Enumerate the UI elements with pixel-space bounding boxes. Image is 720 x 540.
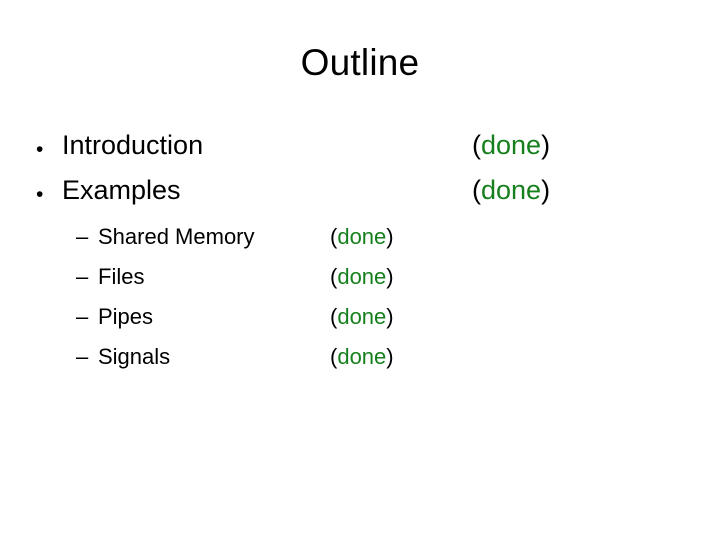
- bullet-dash-icon: –: [76, 304, 89, 329]
- bullet-dash-icon: –: [76, 264, 89, 289]
- status-badge-label: done: [481, 175, 542, 205]
- list-item-label: Examples: [62, 175, 181, 205]
- sub-list-item[interactable]: – Pipes (done): [0, 304, 720, 344]
- sub-list-item[interactable]: – Files (done): [0, 264, 720, 304]
- status-close-paren: ): [386, 344, 394, 369]
- status-badge: (done): [472, 175, 550, 206]
- bullet-dot-icon: •: [36, 138, 44, 161]
- status-badge-label: done: [337, 304, 387, 329]
- status-close-paren: ): [386, 304, 394, 329]
- sub-list-item[interactable]: – Shared Memory (done): [0, 224, 720, 264]
- sub-list-item-label: Shared Memory: [98, 224, 255, 249]
- status-open-paren: (: [330, 264, 338, 289]
- bullet-dash-icon: –: [76, 344, 89, 369]
- status-badge: (done): [472, 130, 550, 161]
- status-close-paren: ): [541, 130, 551, 160]
- status-badge: (done): [330, 264, 394, 290]
- sub-list-item-label: Pipes: [98, 304, 154, 329]
- status-close-paren: ): [386, 224, 394, 249]
- status-open-paren: (: [330, 304, 338, 329]
- status-close-paren: ): [541, 175, 551, 205]
- sub-list-item-label: Files: [98, 264, 145, 289]
- bullet-dash-icon: –: [76, 224, 89, 249]
- status-badge-label: done: [337, 344, 387, 369]
- bullet-dot-icon: •: [36, 183, 44, 206]
- status-open-paren: (: [330, 224, 338, 249]
- page-title: Outline: [300, 42, 420, 83]
- status-badge: (done): [330, 344, 394, 370]
- list-item[interactable]: • Introduction (done): [0, 130, 720, 175]
- sub-list-item-label: Signals: [98, 344, 171, 369]
- status-open-paren: (: [472, 175, 481, 205]
- status-badge-label: done: [481, 130, 542, 160]
- status-close-paren: ): [386, 264, 394, 289]
- status-badge: (done): [330, 304, 394, 330]
- list-item-label: Introduction: [62, 130, 204, 160]
- sub-list-item[interactable]: – Signals (done): [0, 344, 720, 384]
- status-badge-label: done: [337, 224, 387, 249]
- status-open-paren: (: [472, 130, 481, 160]
- list-item[interactable]: • Examples (done): [0, 175, 720, 220]
- status-badge-label: done: [337, 264, 387, 289]
- status-open-paren: (: [330, 344, 338, 369]
- status-badge: (done): [330, 224, 394, 250]
- outline-list: • Introduction (done) • Examples (done) …: [0, 130, 720, 384]
